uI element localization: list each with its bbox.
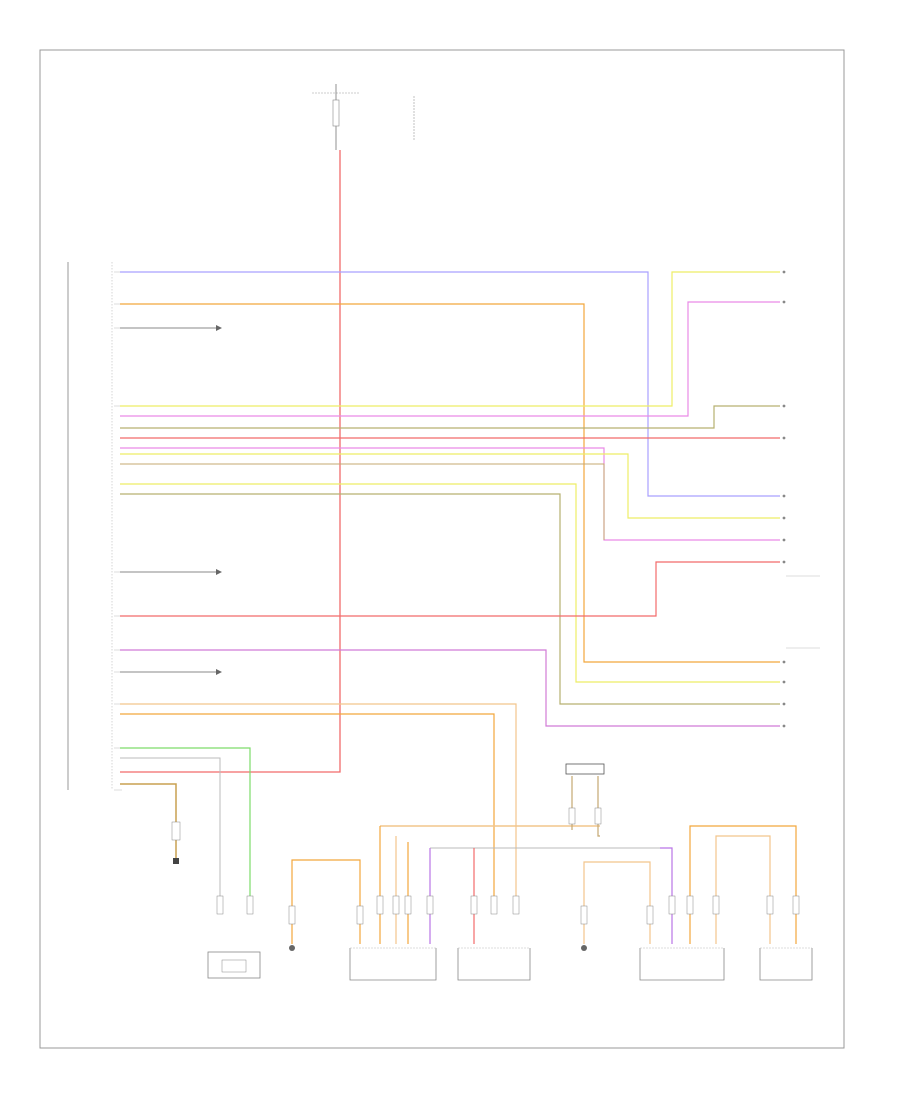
wire-brown-ground: [120, 783, 177, 860]
relay-component: [565, 763, 605, 825]
wire-violet-top-right: [120, 301, 780, 417]
right-connector-4: [782, 647, 820, 728]
right-connector-1: [782, 270, 786, 304]
bottom-connector-bodies: [216, 895, 800, 925]
wire-yellow-top-right: [120, 271, 780, 407]
wire-brown-mid: [120, 463, 605, 540]
top-fuse-component: [312, 84, 415, 150]
stub-arrow-2: [216, 569, 222, 575]
branch-center-right: [583, 861, 651, 944]
stub-arrow-3: [216, 669, 222, 675]
bottom-component-4: [457, 947, 531, 981]
wire-orange-to-bottom: [120, 703, 517, 908]
stub-arrow-1: [216, 325, 222, 331]
bottom-component-5: [581, 945, 587, 951]
bottom-component-3: [349, 947, 437, 981]
bottom-component-7: [759, 947, 813, 981]
wire-lilac-top: [120, 271, 780, 497]
branch-orange-left: [291, 859, 361, 944]
branch-right-orange-2: [715, 835, 771, 944]
main-module-pins: [114, 271, 122, 791]
wire-olive-lower: [120, 493, 780, 705]
wire-violet-lower: [120, 649, 780, 727]
bottom-component-1: [207, 951, 261, 979]
wire-olive-right: [120, 405, 780, 429]
wire-fuse-feed: [120, 150, 341, 773]
wire-green-bottom: [120, 747, 251, 908]
branch-right-orange: [689, 825, 797, 944]
diagram-frame: [39, 49, 845, 1049]
bottom-component-6: [639, 947, 725, 981]
right-connector-2: [782, 404, 786, 440]
wire-yellow-mid: [120, 453, 780, 519]
wire-yellow-lower: [120, 483, 780, 683]
wire-red-lower: [120, 561, 780, 617]
wire-orange-to-bottom-2: [120, 713, 495, 908]
wire-orange-upper: [120, 303, 780, 663]
relay-right-wire: [597, 776, 600, 837]
right-connector-3: [782, 494, 820, 577]
bottom-component-2: [289, 945, 295, 951]
ground-symbol: [171, 821, 181, 864]
main-control-module: [67, 262, 113, 790]
wire-gray-bottom: [120, 757, 221, 908]
